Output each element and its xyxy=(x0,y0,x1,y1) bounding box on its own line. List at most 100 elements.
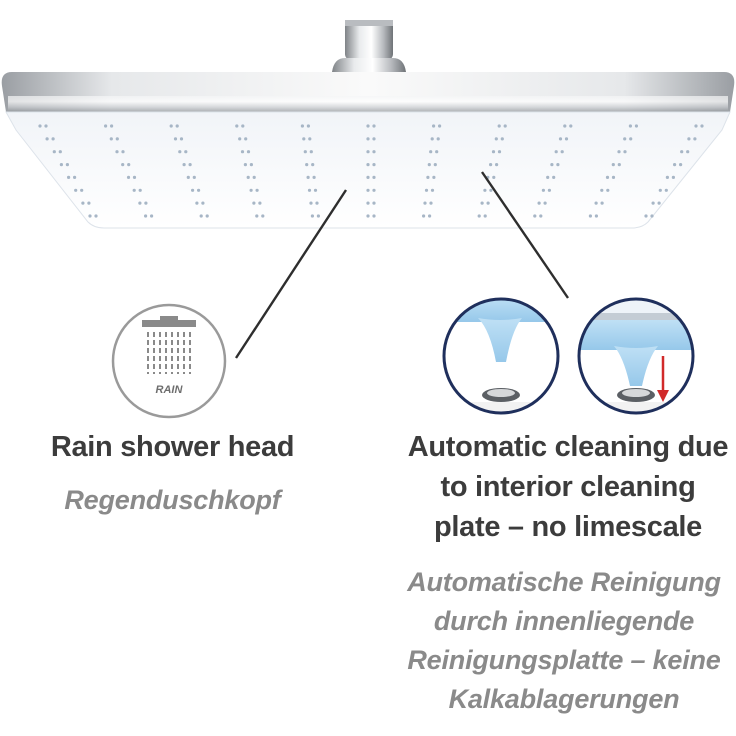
nozzle-dot xyxy=(306,124,310,128)
nozzle-dot xyxy=(427,163,431,167)
nozzle-dot xyxy=(252,201,256,205)
nozzle-dot xyxy=(246,175,250,179)
nozzle-dot xyxy=(246,150,251,154)
nozzle-dot xyxy=(308,137,312,141)
nozzle-dot xyxy=(657,201,661,205)
nozzle-dot xyxy=(144,214,148,218)
nozzle-dot xyxy=(422,214,426,218)
nozzle-dot xyxy=(492,175,496,179)
nozzle-dot xyxy=(438,124,442,128)
nozzle-dot xyxy=(191,188,195,192)
nozzle-dot xyxy=(651,201,655,205)
nozzle-dot xyxy=(372,175,376,179)
nozzle-dot xyxy=(38,124,42,128)
nozzle-dot xyxy=(605,175,610,179)
nozzle-dot xyxy=(497,150,502,154)
nozzle-dot xyxy=(366,214,370,218)
nozzle-dot xyxy=(312,175,316,179)
nozzle-dot xyxy=(94,214,98,218)
nozzle-dot xyxy=(558,137,563,141)
nozzle-dot xyxy=(372,137,376,141)
nozzle-dot xyxy=(623,150,627,154)
nozzle-dot xyxy=(169,124,173,128)
nozzle-dot xyxy=(313,188,318,192)
cleaning-subtitle-line: durch innenliegende xyxy=(433,606,695,636)
nozzle-dot xyxy=(195,201,199,205)
nozzle-dot xyxy=(127,163,131,167)
nozzle-dot xyxy=(594,201,598,205)
nozzle-dot xyxy=(241,124,245,128)
nozzle-dot xyxy=(428,214,432,218)
nozzle-dot xyxy=(366,201,370,205)
nozzle-dot xyxy=(543,201,547,205)
shower-head-face xyxy=(5,111,731,229)
nozzle-pattern xyxy=(38,124,704,218)
nozzle-dot xyxy=(679,163,683,167)
nozzle-dot xyxy=(600,201,604,205)
nozzle-dot xyxy=(658,188,662,192)
nozzle-dot xyxy=(432,124,436,128)
rain-icon-label: RAIN xyxy=(156,384,184,396)
cleaning-subtitle-line: Kalkablagerungen xyxy=(448,684,680,714)
nozzle-dot xyxy=(80,188,84,192)
nozzle-dot xyxy=(606,188,610,192)
nozzle-dot xyxy=(179,137,184,141)
nozzle-dot xyxy=(372,188,376,192)
nozzle-dot xyxy=(673,163,677,167)
nozzle-dot xyxy=(687,137,691,141)
nozzle-dot xyxy=(435,150,439,154)
nozzle-dot xyxy=(366,150,370,154)
nozzle-dot xyxy=(303,150,307,154)
nozzle-dot xyxy=(426,175,430,179)
nozzle-dot xyxy=(244,137,248,141)
nozzle-dot xyxy=(132,175,137,179)
nozzle-dot xyxy=(309,201,313,205)
nozzle-dot xyxy=(489,163,493,167)
cleaning-feature-subtitle: Automatische Reinigung durch innenliegen… xyxy=(392,563,736,719)
nozzle-dot xyxy=(617,150,621,154)
nozzle-dot xyxy=(700,124,704,128)
nozzle-dot xyxy=(121,163,125,167)
nozzle-dot xyxy=(483,188,487,192)
pipe-connector xyxy=(332,20,406,72)
nozzle-dot xyxy=(175,124,179,128)
nozzle-dot xyxy=(644,214,648,218)
nozzle-dot xyxy=(372,201,376,205)
nozzle-dot xyxy=(184,150,188,154)
nozzle-dot xyxy=(483,214,487,218)
nozzle-dot xyxy=(110,124,114,128)
nozzle-dot xyxy=(199,214,203,218)
nozzle-dot xyxy=(503,124,507,128)
nozzle-dot xyxy=(261,214,265,218)
nozzle-dot xyxy=(480,201,484,205)
nozzle-dot xyxy=(372,214,376,218)
nozzle-dot xyxy=(186,175,190,179)
nozzle-dot xyxy=(569,124,573,128)
nozzle-dot xyxy=(429,150,433,154)
nozzle-dot xyxy=(494,137,498,141)
nozzle-dot xyxy=(486,201,490,205)
nozzle-dot xyxy=(307,188,312,192)
nozzle-dot xyxy=(366,124,370,128)
nozzle-dot xyxy=(126,175,131,179)
nozzle-dot xyxy=(671,175,676,179)
nozzle-dot xyxy=(88,214,92,218)
nozzle-dot xyxy=(192,175,196,179)
nozzle-dot xyxy=(235,124,239,128)
nozzle-dot xyxy=(600,188,604,192)
nozzle-dot xyxy=(300,124,304,128)
nozzle-dot xyxy=(249,163,253,167)
nozzle-dot xyxy=(686,150,690,154)
nozzle-dot xyxy=(617,163,621,167)
nozzle-dot xyxy=(366,188,370,192)
cleaning-feature-title: Automatic cleaning due to interior clean… xyxy=(400,427,736,547)
nozzle-dot xyxy=(500,137,504,141)
nozzle-dot xyxy=(115,150,119,154)
nozzle-dot xyxy=(372,163,376,167)
nozzle-dot xyxy=(132,188,136,192)
nozzle-dot xyxy=(73,175,77,179)
nozzle-dot xyxy=(115,137,119,141)
nozzle-dot xyxy=(45,137,49,141)
nozzle-dot xyxy=(44,124,48,128)
